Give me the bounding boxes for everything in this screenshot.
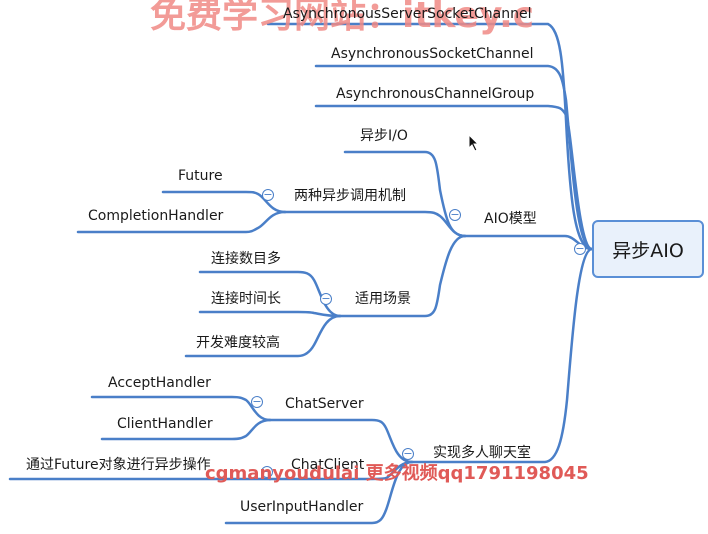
node-async-io[interactable]: 异步I/O: [360, 128, 408, 144]
node-chat-server[interactable]: ChatServer: [285, 396, 364, 412]
collapse-chatroom-toggle-icon[interactable]: −: [402, 447, 414, 460]
root-node[interactable]: 异步AIO: [592, 220, 704, 278]
node-many-connections[interactable]: 连接数目多: [211, 251, 281, 267]
node-scenario[interactable]: 适用场景: [355, 291, 411, 307]
mouse-pointer-icon: [468, 134, 480, 152]
watermark-bottom: cgmanyoudulai 更多视频qq1791198045: [205, 463, 589, 484]
root-label: 异步AIO: [612, 239, 684, 262]
node-future-operation[interactable]: 通过Future对象进行异步操作: [26, 457, 211, 473]
collapse-scenario-toggle-icon[interactable]: −: [320, 292, 332, 305]
node-aio-model[interactable]: AIO模型: [484, 211, 537, 227]
node-client-handler[interactable]: ClientHandler: [117, 416, 213, 432]
watermark-top: 免费学习网站：itkey.c: [150, 0, 535, 36]
collapse-aio-model-toggle-icon[interactable]: −: [449, 208, 461, 221]
node-future[interactable]: Future: [178, 168, 223, 184]
collapse-root-toggle-icon[interactable]: −: [574, 242, 586, 255]
edge-server-socket: [266, 22, 594, 251]
collapse-chat-client-toggle-icon[interactable]: −: [261, 465, 273, 478]
node-user-input-handler[interactable]: UserInputHandler: [240, 499, 364, 515]
node-hard-development[interactable]: 开发难度较高: [196, 335, 280, 351]
node-asynchronous-server-socket-channel[interactable]: AsynchronousServerSocketChannel: [283, 6, 532, 22]
node-asynchronous-socket-channel[interactable]: AsynchronousSocketChannel: [331, 46, 534, 62]
node-completion-handler[interactable]: CompletionHandler: [88, 208, 224, 224]
node-asynchronous-channel-group[interactable]: AsynchronousChannelGroup: [336, 86, 535, 102]
node-chatroom[interactable]: 实现多人聊天室: [433, 445, 531, 461]
node-long-connections[interactable]: 连接时间长: [211, 291, 281, 307]
node-chat-client[interactable]: ChatClient: [291, 457, 365, 473]
collapse-two-mechanisms-toggle-icon[interactable]: −: [262, 188, 274, 201]
node-two-mechanisms[interactable]: 两种异步调用机制: [294, 188, 406, 204]
node-accept-handler[interactable]: AcceptHandler: [108, 375, 211, 391]
collapse-chat-server-toggle-icon[interactable]: −: [251, 395, 263, 408]
